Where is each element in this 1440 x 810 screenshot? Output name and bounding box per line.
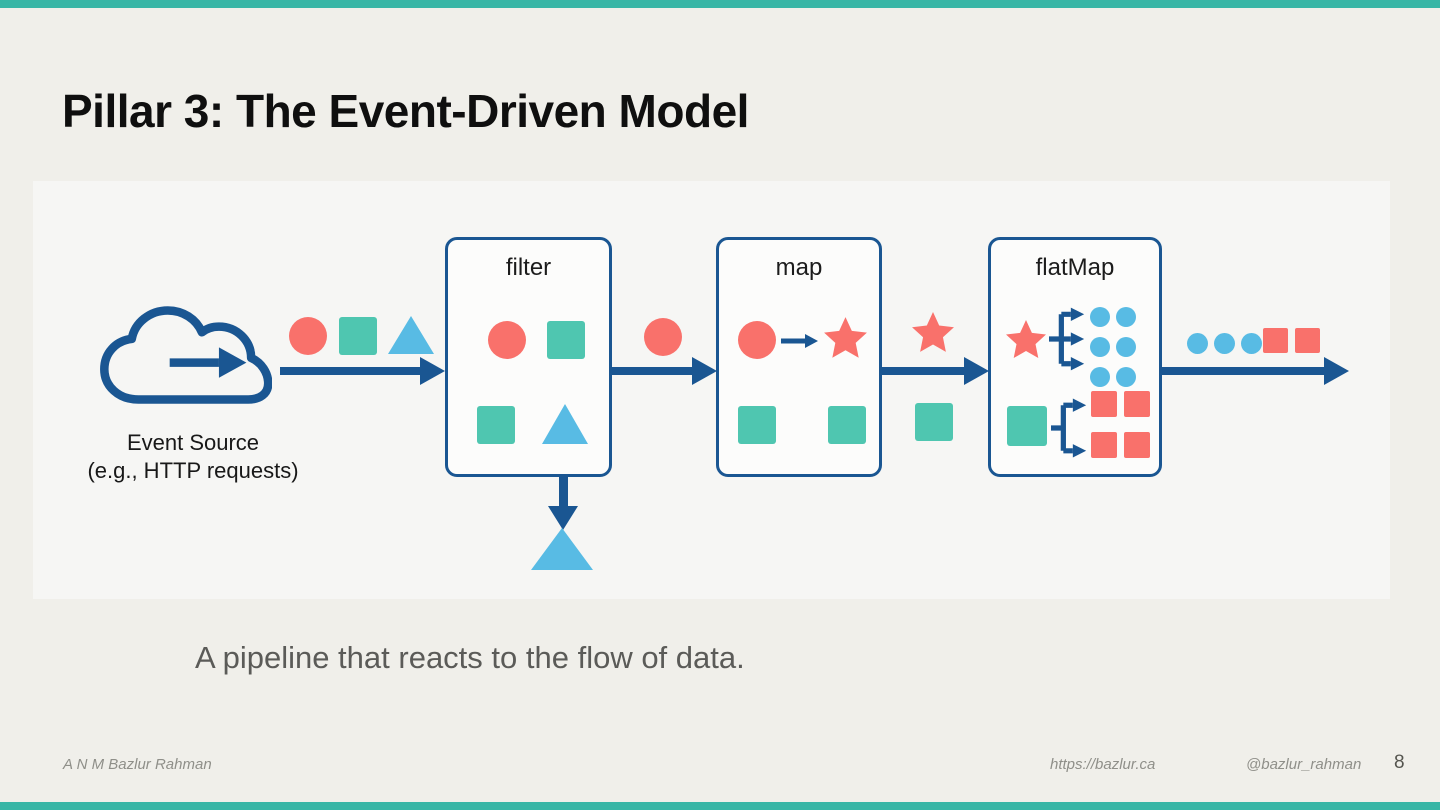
salmon-circle-shape bbox=[488, 321, 526, 359]
stage-filter-label: filter bbox=[505, 254, 552, 281]
salmon-circle-shape bbox=[289, 317, 327, 355]
stage-flatmap-label: flatMap bbox=[1035, 254, 1115, 281]
blue-dot-shape bbox=[1116, 367, 1136, 387]
filter-discard-arrow-line bbox=[559, 477, 568, 507]
flatmap-output-dots bbox=[1090, 307, 1136, 387]
flow-segment-source-filter bbox=[280, 367, 422, 375]
blue-dot-shape bbox=[1187, 333, 1208, 354]
flatmap-split-3-arrows-icon bbox=[1049, 307, 1085, 371]
salmon-circle-shape bbox=[644, 318, 682, 356]
blue-dot-shape bbox=[1214, 333, 1235, 354]
footer-website: https://bazlur.ca bbox=[1050, 756, 1156, 773]
discarded-blue-triangle-shape bbox=[531, 528, 593, 570]
blue-dot-shape bbox=[1090, 307, 1110, 327]
diagram-panel: Event Source (e.g., HTTP requests) filte… bbox=[33, 181, 1390, 599]
salmon-square-shape bbox=[1263, 328, 1288, 353]
blue-dot-shape bbox=[1090, 367, 1110, 387]
flow-segment-output bbox=[1162, 367, 1326, 375]
arrowhead-into-flatmap bbox=[964, 357, 989, 385]
salmon-square-shape bbox=[1091, 432, 1117, 458]
filter-discard-arrowhead bbox=[548, 506, 578, 530]
bottom-accent-bar bbox=[0, 802, 1440, 810]
map-transform-arrow-icon bbox=[781, 334, 818, 348]
top-accent-bar bbox=[0, 0, 1440, 8]
salmon-circle-shape bbox=[738, 321, 776, 359]
teal-square-shape bbox=[547, 321, 585, 359]
blue-triangle-shape bbox=[542, 404, 588, 444]
arrowhead-output-end bbox=[1324, 357, 1349, 385]
stage-flatmap-box: flatMap bbox=[988, 237, 1162, 477]
salmon-star-icon bbox=[912, 312, 954, 352]
cloud-arrow-icon bbox=[100, 306, 272, 404]
salmon-star-icon bbox=[1006, 320, 1046, 358]
teal-square-shape bbox=[828, 406, 866, 444]
flatmap-split-2-arrows-icon bbox=[1051, 398, 1087, 458]
page-title: Pillar 3: The Event-Driven Model bbox=[62, 85, 749, 137]
blue-dot-shape bbox=[1116, 307, 1136, 327]
teal-square-shape bbox=[339, 317, 377, 355]
blue-triangle-shape bbox=[388, 316, 434, 354]
blue-dot-shape bbox=[1116, 337, 1136, 357]
flow-segment-filter-map bbox=[612, 367, 694, 375]
stage-filter-box: filter bbox=[445, 237, 612, 477]
teal-square-shape bbox=[477, 406, 515, 444]
event-source-line2: (e.g., HTTP requests) bbox=[87, 458, 299, 483]
arrowhead-into-map bbox=[692, 357, 717, 385]
event-source-line1: Event Source bbox=[126, 430, 260, 455]
event-source-label: Event Source (e.g., HTTP requests) bbox=[43, 429, 343, 485]
slide-caption: A pipeline that reacts to the flow of da… bbox=[195, 640, 745, 675]
footer-handle: @bazlur_rahman bbox=[1246, 756, 1362, 773]
stage-map-label: map bbox=[775, 254, 823, 281]
salmon-square-shape bbox=[1295, 328, 1320, 353]
blue-dot-shape bbox=[1241, 333, 1262, 354]
salmon-star-icon bbox=[824, 317, 867, 358]
teal-square-shape bbox=[915, 403, 953, 441]
salmon-square-shape bbox=[1124, 432, 1150, 458]
footer-author: A N M Bazlur Rahman bbox=[63, 756, 212, 773]
blue-dot-shape bbox=[1090, 337, 1110, 357]
page-number: 8 bbox=[1394, 752, 1405, 773]
salmon-square-shape bbox=[1091, 391, 1117, 417]
teal-square-shape bbox=[738, 406, 776, 444]
stage-map-box: map bbox=[716, 237, 882, 477]
flow-segment-map-flatmap bbox=[882, 367, 966, 375]
salmon-square-shape bbox=[1124, 391, 1150, 417]
flatmap-output-squares bbox=[1091, 391, 1150, 458]
arrowhead-into-filter bbox=[420, 357, 445, 385]
teal-square-shape bbox=[1007, 406, 1047, 446]
